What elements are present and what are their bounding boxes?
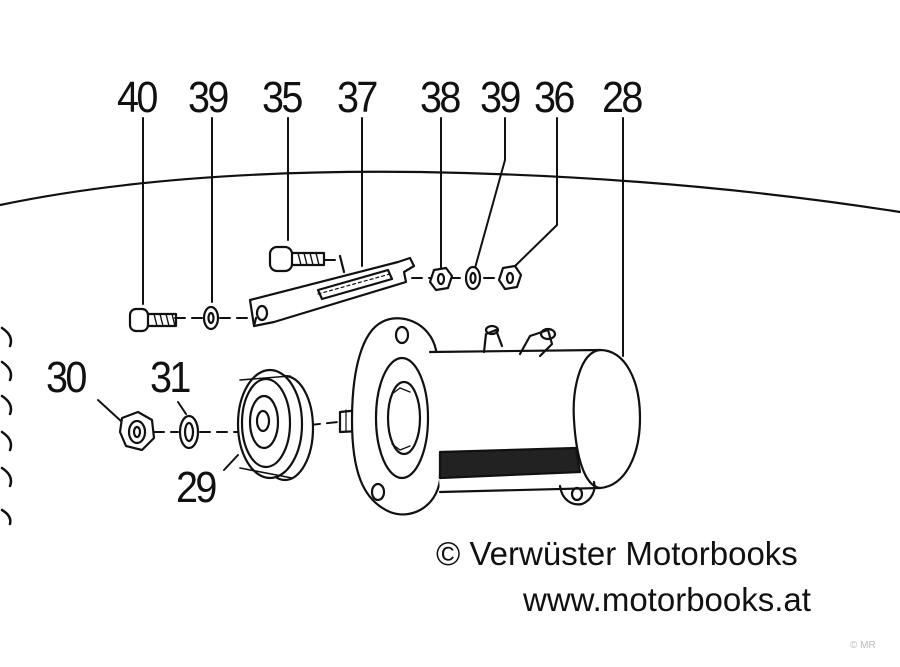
part-number-37: 37 <box>337 73 378 122</box>
engine-outline-curve <box>0 172 900 212</box>
leader-lines <box>98 118 623 470</box>
part-number-40: 40 <box>117 73 158 122</box>
watermark-mark: © MR <box>850 640 876 651</box>
bolt-35 <box>270 247 324 271</box>
v-belt-pulley-29 <box>238 370 313 480</box>
nut-36 <box>499 266 521 289</box>
part-number-35: 35 <box>262 73 303 122</box>
part-number-28: 28 <box>602 73 643 122</box>
part-number-30: 30 <box>46 353 87 402</box>
spacer-31 <box>180 416 198 448</box>
part-number-29: 29 <box>176 463 217 512</box>
part-number-36: 36 <box>534 73 575 122</box>
washer-39-left <box>204 307 218 329</box>
part-number-38: 38 <box>420 73 461 122</box>
part-number-31: 31 <box>150 353 191 402</box>
copyright-text: © Verwüster Motorbooks <box>436 535 798 572</box>
part-number-39-right: 39 <box>480 73 521 122</box>
left-edge-arcs <box>2 328 11 524</box>
adjusting-bracket-37 <box>250 256 414 326</box>
website-text: www.motorbooks.at <box>523 581 811 618</box>
bolt-40 <box>130 309 176 331</box>
generator-28 <box>340 318 640 514</box>
nut-38 <box>430 268 452 290</box>
washer-39-right <box>466 267 480 289</box>
part-number-39-left: 39 <box>188 73 229 122</box>
pulley-nut-30 <box>120 412 154 450</box>
